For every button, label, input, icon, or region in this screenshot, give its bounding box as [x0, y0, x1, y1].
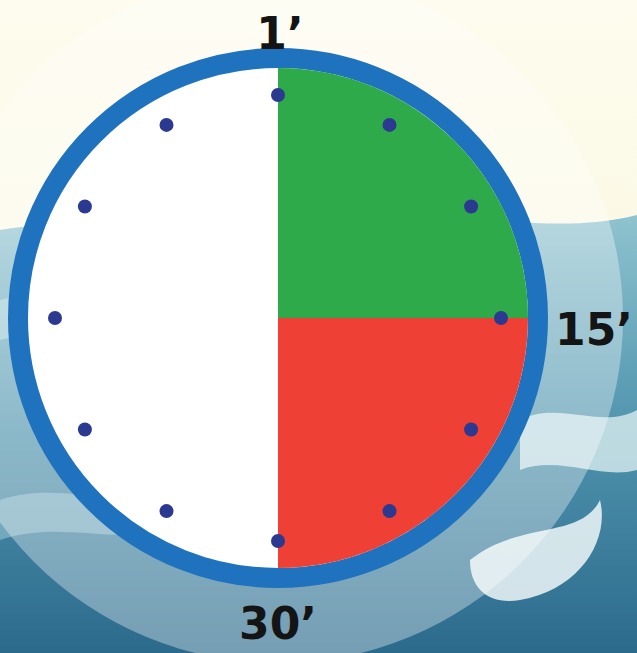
minute-dot [494, 311, 508, 325]
minute-dot [78, 423, 92, 437]
minute-dot [78, 200, 92, 214]
minute-label: 30’ [239, 602, 317, 646]
minute-dot [48, 311, 62, 325]
minute-dot [464, 200, 478, 214]
minute-dots [48, 88, 508, 548]
minute-dot [160, 504, 174, 518]
minute-dot [464, 423, 478, 437]
halo-circle [0, 0, 623, 653]
minute-dot [160, 118, 174, 132]
green-quarter [278, 68, 528, 318]
minute-dot [271, 534, 285, 548]
minute-label: 1’ [256, 12, 303, 56]
minute-dot [383, 118, 397, 132]
minute-dot [271, 88, 285, 102]
clock-face [18, 58, 538, 578]
minute-dot [383, 504, 397, 518]
red-quarter [278, 318, 528, 568]
minute-label: 15’ [555, 308, 633, 352]
